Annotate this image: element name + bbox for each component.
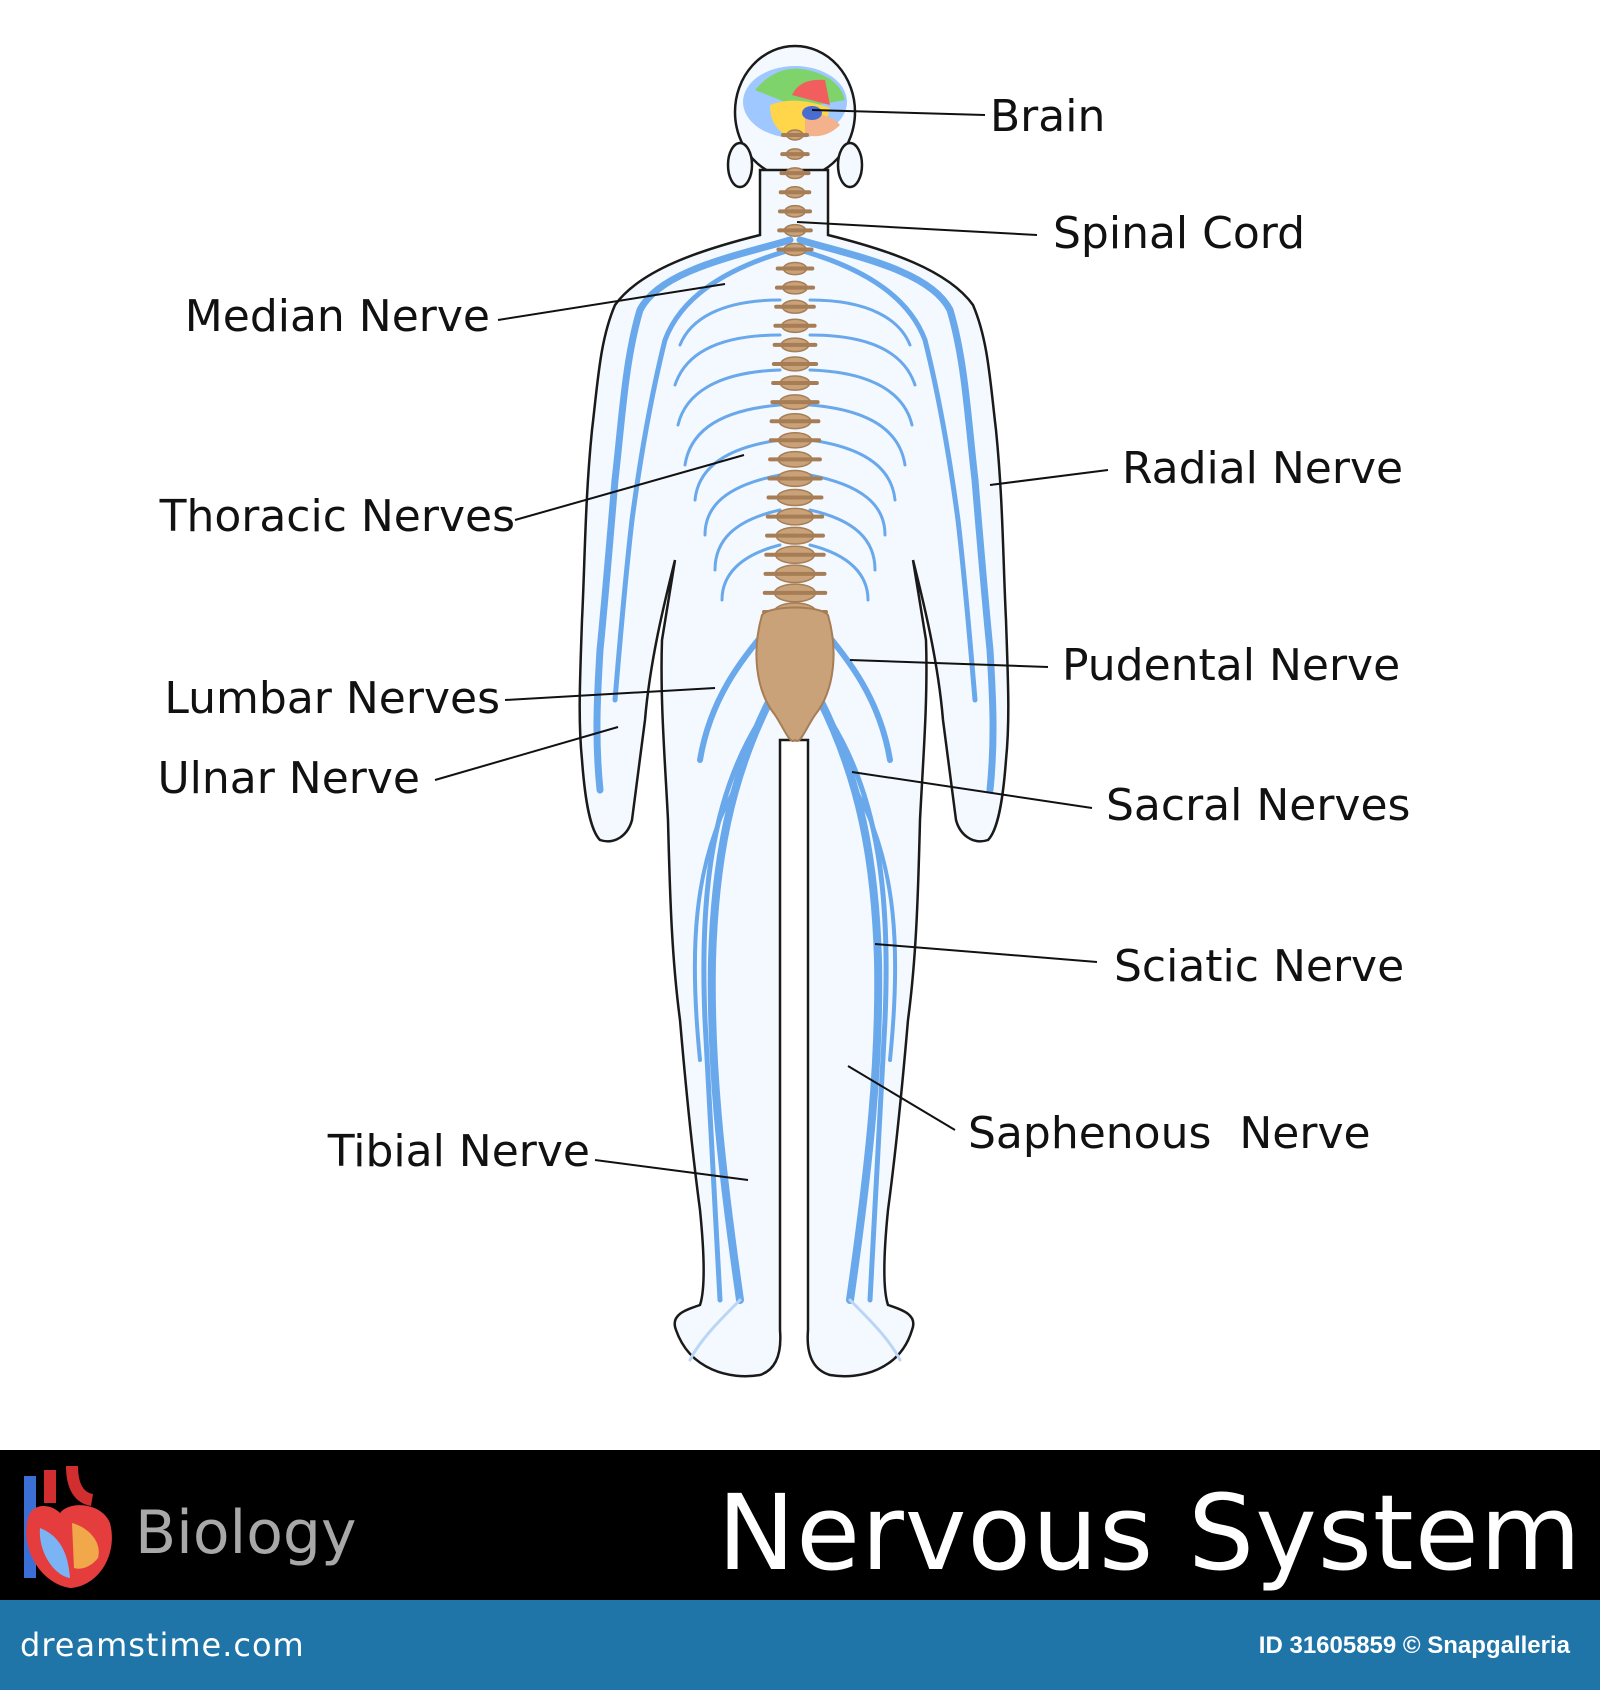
vertebra-process [772, 342, 818, 347]
footer-credit: ID 31605859 © Snapgalleria [1258, 1632, 1570, 1659]
vertebra-process [766, 495, 824, 500]
label-brain: Brain [990, 91, 1106, 142]
label-lumbar-nerves: Lumbar Nerves [164, 673, 500, 724]
vertebra-process [773, 323, 817, 328]
radial-nerve-path [796, 236, 997, 794]
vertebra-process [763, 571, 827, 576]
label-sacral-nerves: Sacral Nerves [1106, 780, 1411, 831]
banner-subject: Biology [135, 1498, 357, 1568]
thoracic-nerves-paths [673, 298, 917, 602]
vertebra-process [769, 419, 821, 424]
label-thoracic-nerves: Thoracic Nerves [159, 491, 515, 542]
vertebra-process [770, 400, 820, 405]
vertebra-process [768, 438, 822, 443]
banner-title: Nervous System [717, 1472, 1582, 1594]
label-saphenous-nerve: Saphenous Nerve [968, 1108, 1371, 1159]
nervous-system-diagram [434, 44, 1109, 1378]
label-sciatic-nerve: Sciatic Nerve [1114, 941, 1405, 992]
vertebra-process [767, 476, 823, 481]
vertebra-process [776, 247, 814, 252]
label-radial-nerve: Radial Nerve [1122, 443, 1404, 494]
vertebra-process [771, 381, 819, 386]
nerve-network [593, 236, 997, 1362]
vertebra-process [777, 228, 813, 233]
vertebra-process [762, 590, 828, 595]
vertebra-process [771, 361, 819, 366]
vertebra-process [780, 152, 810, 157]
vertebra-process [775, 266, 815, 271]
vertebra-process [774, 304, 816, 309]
label-median-nerve: Median Nerve [184, 291, 490, 342]
vertebra-process [781, 133, 809, 137]
label-spinal-cord: Spinal Cord [1053, 208, 1306, 259]
vertebra-process [774, 285, 816, 290]
vertebra-process [778, 190, 812, 195]
vertebra-process [765, 514, 825, 519]
vertebra-process [768, 457, 822, 462]
label-pudental-nerve: Pudental Nerve [1062, 640, 1401, 691]
spinal-column [762, 129, 828, 622]
vertebra-process [777, 209, 813, 214]
leader-lines [434, 109, 1109, 1181]
vertebra-process [764, 552, 826, 557]
median-nerve-path [593, 236, 794, 794]
title-banner: Biology Nervous System [0, 1450, 1600, 1600]
footer-site-name: dreamstime.com [20, 1626, 305, 1664]
vertebra-process [765, 533, 825, 538]
sacral-nerves-path [827, 717, 889, 1303]
vertebra-process [779, 171, 811, 176]
brain-illustration [743, 66, 847, 138]
sacrum [755, 606, 835, 742]
label-ulnar-nerve: Ulnar Nerve [157, 753, 420, 804]
saphenous-nerve-path [848, 778, 898, 1062]
label-tibial-nerve: Tibial Nerve [327, 1126, 590, 1177]
heart-icon [24, 1465, 112, 1588]
footer-bar: dreamstime.com ID 31605859 © Snapgalleri… [0, 1600, 1600, 1690]
